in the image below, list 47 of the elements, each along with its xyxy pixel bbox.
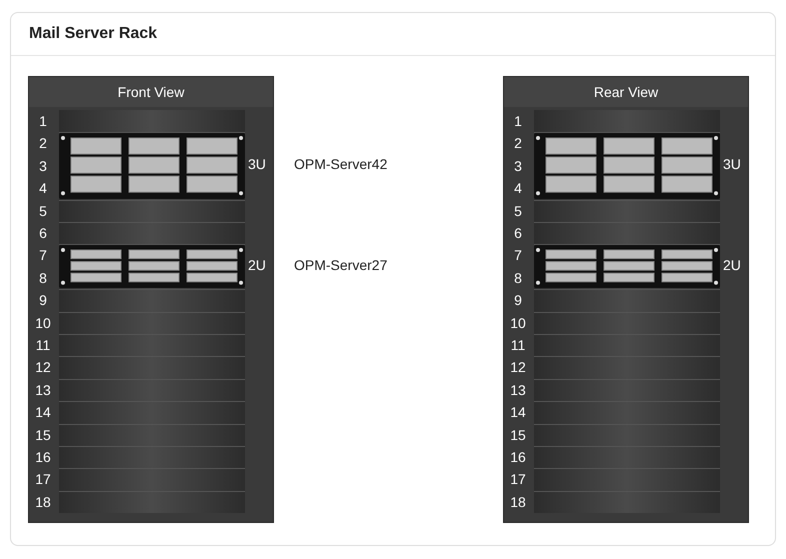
rack-frame xyxy=(28,76,274,523)
panel-title: Mail Server Rack xyxy=(29,25,158,43)
unit-number: 4 xyxy=(513,180,523,196)
unit-size-label: 3U xyxy=(723,156,741,172)
unit-number: 5 xyxy=(38,202,48,219)
unit-number: 1 xyxy=(513,113,523,129)
unit-number: 14 xyxy=(509,404,527,420)
unit-number: 16 xyxy=(34,449,52,465)
unit-number: 6 xyxy=(38,225,48,241)
unit-size-label: 3U xyxy=(248,156,266,172)
unit-number: 10 xyxy=(509,314,527,331)
unit-number: 9 xyxy=(38,292,48,308)
unit-number: 3 xyxy=(38,158,48,174)
unit-number: 1 xyxy=(38,113,48,129)
unit-number: 14 xyxy=(34,404,52,420)
unit-number: 2 xyxy=(513,135,523,152)
unit-number: 13 xyxy=(34,382,52,398)
view-title: Front View xyxy=(29,77,273,107)
unit-number: 11 xyxy=(34,337,52,353)
unit-number: 9 xyxy=(513,292,523,308)
unit-number: 8 xyxy=(513,270,523,286)
unit-number: 11 xyxy=(510,337,526,353)
server-name: OPM-Server27 xyxy=(294,256,388,273)
unit-number: 6 xyxy=(513,225,523,241)
unit-size-label: 2U xyxy=(723,256,741,273)
unit-number: 15 xyxy=(509,426,527,443)
unit-number: 12 xyxy=(34,359,52,376)
unit-number: 2 xyxy=(38,135,48,152)
view-title: Rear View xyxy=(504,77,748,107)
unit-number: 4 xyxy=(38,180,48,196)
unit-number: 17 xyxy=(509,471,527,488)
unit-number: 18 xyxy=(34,494,52,510)
unit-number: 12 xyxy=(509,359,527,376)
unit-number: 3 xyxy=(513,158,523,174)
unit-number: 5 xyxy=(513,202,523,219)
unit-number: 15 xyxy=(34,426,52,443)
unit-number: 16 xyxy=(509,449,527,465)
unit-number: 18 xyxy=(509,494,527,510)
unit-number: 13 xyxy=(509,382,527,398)
unit-number: 10 xyxy=(34,314,52,331)
unit-number: 7 xyxy=(513,247,523,264)
unit-size-label: 2U xyxy=(248,256,266,273)
unit-number: 17 xyxy=(34,471,52,488)
rack-frame xyxy=(503,76,749,523)
unit-number: 8 xyxy=(38,270,48,286)
server-name: OPM-Server42 xyxy=(294,156,388,172)
unit-number: 7 xyxy=(38,247,48,264)
